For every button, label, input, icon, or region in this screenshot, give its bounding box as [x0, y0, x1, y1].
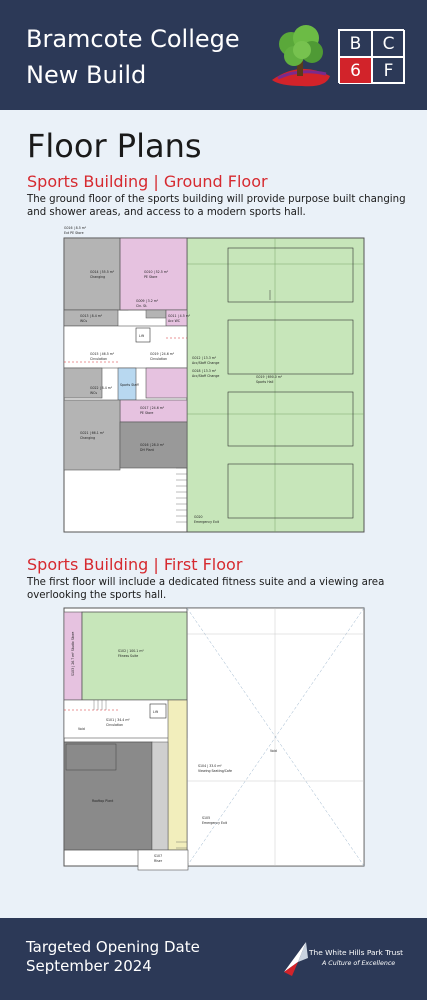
pe-store-room	[119, 237, 188, 311]
wc-room-2	[63, 367, 103, 399]
logo-letter-f: F	[372, 57, 405, 84]
label-changing2-code: G021 | 66.1 m²	[80, 431, 105, 435]
label-cln-code: G009 | 3.2 m²	[136, 299, 159, 303]
label-dh-plant-code: G016 | 28.0 m²	[140, 443, 165, 447]
label-pe-store2-code: G017 | 24.6 m²	[140, 406, 165, 410]
ground-floor-description: The ground floor of the sports building …	[27, 194, 406, 218]
label-changing1-code: G014 | 55.5 m²	[90, 270, 115, 274]
label-viewing-name: Viewing Seating/Cafe	[198, 769, 232, 773]
label-fitness-code: S102 | 100.1 m²	[118, 649, 144, 653]
label-pe-store-name: PE Store	[144, 275, 157, 279]
label-circ-name: Circulation	[106, 723, 123, 727]
label-circ-code: S101 | 34.4 m²	[106, 718, 130, 722]
changing-room-1	[63, 237, 129, 311]
label-cln-name: Cln. St.	[136, 304, 147, 308]
label-sports-hall-code: G019 | 690.0 m²	[256, 375, 283, 379]
label-ext-store-name: Ext PE Store	[64, 231, 84, 235]
page-title: Floor Plans	[27, 127, 202, 165]
label-exit-code-first: S105	[202, 816, 210, 820]
label-exit-name: Emergency Exit	[194, 520, 220, 524]
label-void1: Void	[78, 727, 85, 731]
label-wc1-name: WCs	[80, 319, 87, 323]
wc-room-1	[63, 309, 119, 327]
label-wc1-code: G013 | 8.4 m²	[80, 314, 103, 318]
label-roof-plant: Rooftop Plant	[92, 799, 114, 803]
acc-staff-change-room	[145, 367, 188, 399]
label-riser-code: S107	[154, 854, 162, 858]
trust-logo-icon	[284, 942, 308, 976]
ground-floor-plan: G016 | 8.5 m² Ext PE Store G014 | 55.5 m…	[63, 226, 365, 533]
label-pe-store-code: G010 | 52.5 m²	[144, 270, 169, 274]
label-sports-hall-name: Sports Hall	[256, 380, 273, 384]
label-wc2-name: WCs	[90, 391, 97, 395]
opening-date-value: September 2024	[26, 957, 152, 975]
label-changing2-name: Changing	[80, 436, 95, 440]
label-exit-code: G020	[194, 515, 203, 519]
label-staff-room: Sports Staff	[120, 383, 139, 387]
label-riser-name: Riser	[154, 859, 163, 863]
label-changing1-name: Changing	[90, 275, 105, 279]
dh-plant-room	[119, 421, 188, 469]
sports-hall-room	[186, 237, 365, 533]
label-circ2-name: Circulation	[150, 357, 167, 361]
label-circ1-name: Circulation	[90, 357, 107, 361]
tree-logo-icon	[272, 25, 330, 87]
circulation-area-first	[63, 699, 188, 739]
opening-date-label: Targeted Opening Date	[26, 938, 200, 956]
label-acc-change1-name: Acc/Staff Change	[192, 361, 219, 365]
changing-room-2	[63, 399, 121, 471]
first-floor-description: The first floor will include a dedicated…	[27, 577, 385, 601]
label-fitness-name: Fitness Suite	[118, 654, 138, 658]
first-floor-heading: Sports Building | First Floor	[27, 555, 243, 574]
header-title-line2: New Build	[26, 61, 147, 89]
label-wc2-code: G022 | 8.4 m²	[90, 386, 113, 390]
label-lift: Lift	[139, 334, 145, 338]
label-exit-name-first: Emergency Exit	[202, 821, 228, 825]
header-banner: Bramcote College New Build B C 6 F	[0, 0, 427, 110]
label-studio-store: S103 | 26.7 m² Studio Store	[71, 632, 75, 676]
circulation-area	[63, 325, 188, 369]
label-circ2-code: G019 | 24.6 m²	[150, 352, 175, 356]
label-void-hall: Void	[270, 749, 277, 753]
label-acc-change1-code: G012 | 13.3 m²	[192, 356, 217, 360]
label-dh-plant-name: DH Plant	[140, 448, 155, 452]
first-floor-plan: S103 | 26.7 m² Studio Store S102 | 100.1…	[63, 607, 365, 871]
pe-store-room-2	[119, 399, 188, 423]
label-circ1-code: G015 | 46.5 m²	[90, 352, 115, 356]
label-pe-store2-name: PE Store	[140, 411, 153, 415]
trust-tagline: A Culture of Excellence	[322, 960, 396, 967]
acc-wc-room	[165, 309, 188, 327]
trust-name: The White Hills Park Trust	[309, 948, 404, 957]
label-lift-first: Lift	[153, 710, 159, 714]
label-acc-change2-code: G018 | 13.3 m²	[192, 369, 217, 373]
label-acc-wc-code: G011 | 4.5 m²	[168, 314, 191, 318]
label-acc-wc-name: Acc WC	[168, 319, 181, 323]
logo-letter-b: B	[339, 30, 372, 57]
label-ext-store-code: G016 | 8.5 m²	[64, 226, 87, 230]
footer-banner: Targeted Opening Date September 2024 The…	[0, 918, 427, 1000]
viewing-seating-room	[167, 699, 188, 851]
label-acc-change2-name: Acc/Staff Change	[192, 374, 219, 378]
logo-letter-c: C	[372, 30, 405, 57]
logo-letter-6: 6	[339, 57, 372, 84]
header-title-line1: Bramcote College	[26, 25, 240, 53]
bc6f-logo: B C 6 F	[338, 29, 405, 84]
ground-floor-heading: Sports Building | Ground Floor	[27, 172, 268, 191]
label-viewing-code: S104 | 33.0 m²	[198, 764, 222, 768]
